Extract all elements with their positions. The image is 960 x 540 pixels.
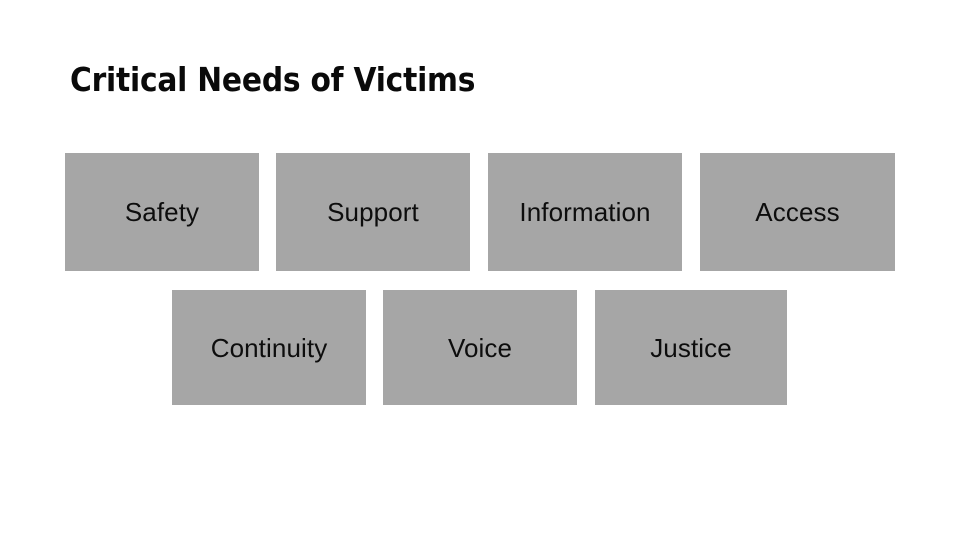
need-label-continuity: Continuity (210, 332, 328, 363)
need-box-information[interactable]: Information (488, 153, 682, 271)
need-label-safety: Safety (124, 197, 200, 227)
page-title: Critical Needs of Victims (70, 60, 476, 99)
need-box-safety[interactable]: Safety (65, 153, 259, 271)
need-box-voice[interactable]: Voice (383, 290, 577, 405)
need-box-support[interactable]: Support (276, 153, 470, 271)
need-label-justice: Justice (650, 332, 732, 363)
need-label-support: Support (327, 197, 419, 227)
need-box-continuity[interactable]: Continuity (172, 290, 366, 405)
need-label-voice: Voice (447, 332, 513, 363)
need-label-information: Information (519, 197, 651, 227)
need-box-access[interactable]: Access (700, 153, 895, 271)
need-label-access: Access (755, 197, 840, 227)
need-box-justice[interactable]: Justice (595, 290, 787, 405)
